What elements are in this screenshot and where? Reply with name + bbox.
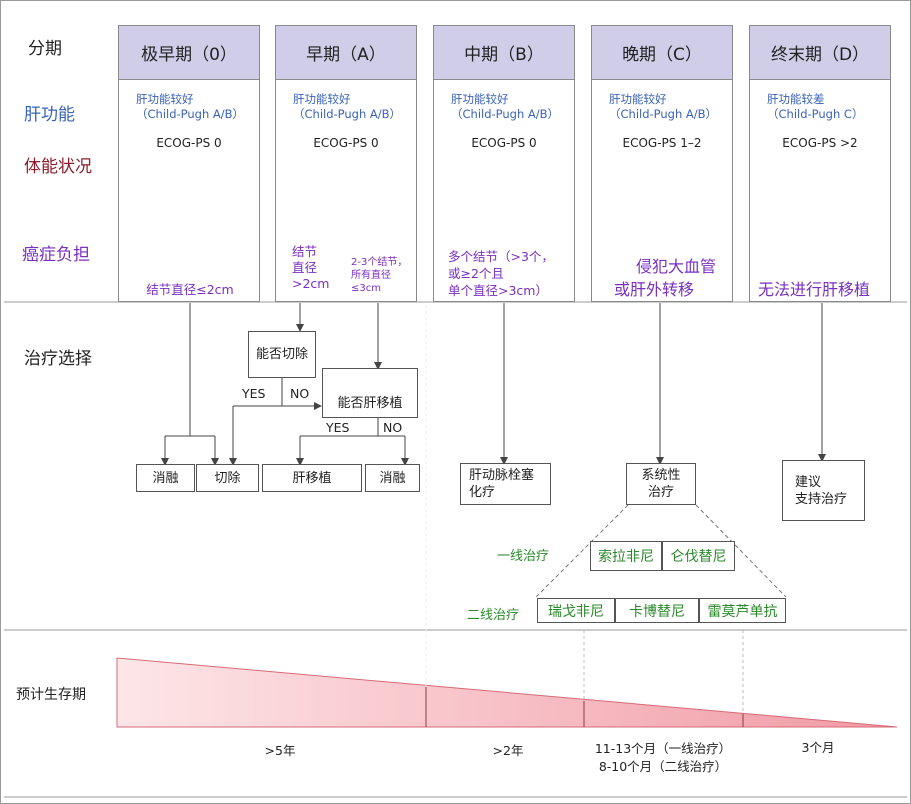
- child-pugh: （Child-Pugh C）: [767, 107, 864, 121]
- stage-title: 晚期（C）: [592, 26, 732, 80]
- burden-text: 多个结节（>3个，或≥2个且单个直径>3cm）: [448, 249, 554, 298]
- liver-function: 肝功能较好: [293, 92, 351, 106]
- stage-title: 终末期（D）: [750, 26, 890, 80]
- transplant-question-box: 能否肝移植: [322, 368, 418, 418]
- drug-ramucirumab: 雷莫芦单抗: [699, 598, 786, 623]
- survival-stage-d: 3个月: [801, 740, 835, 755]
- stage-title: 中期（B）: [434, 26, 574, 80]
- child-pugh: （Child-Pugh A/B）: [136, 107, 245, 121]
- burden-text-d: 无法进行肝移植: [758, 280, 871, 299]
- survival-stage-b: >2年: [492, 743, 524, 758]
- child-pugh: （Child-Pugh A/B）: [451, 107, 560, 121]
- ecog-ps: ECOG-PS >2: [782, 136, 858, 150]
- stage-column-d: 终末期（D） 肝功能较差（Child-Pugh C） ECOG-PS >2: [749, 25, 891, 302]
- tace-box: 肝动脉栓塞化疗: [460, 463, 551, 505]
- no-label-transplant: NO: [383, 420, 403, 435]
- row-label-liver: 肝功能: [24, 105, 75, 125]
- yes-label-transplant: YES: [326, 420, 350, 435]
- row-label-treatment: 治疗选择: [24, 349, 92, 369]
- ecog-ps: ECOG-PS 0: [471, 136, 537, 150]
- ecog-ps: ECOG-PS 1–2: [622, 136, 702, 150]
- drug-regorafenib: 瑞戈非尼: [537, 598, 615, 623]
- liver-function: 肝功能较好: [609, 92, 667, 106]
- ecog-ps: ECOG-PS 0: [313, 136, 379, 150]
- stage-column-0: 极早期（0） 肝功能较好（Child-Pugh A/B） ECOG-PS 0 结…: [118, 25, 260, 302]
- supportive-care-box: 建议支持治疗: [782, 460, 865, 521]
- drug-sorafenib: 索拉非尼: [590, 541, 662, 571]
- survival-wedge: [116, 657, 898, 728]
- no-label-resect: NO: [290, 386, 310, 401]
- row-label-tumor-burden: 癌症负担: [22, 245, 90, 265]
- drug-lenvatinib: 仑伐替尼: [662, 541, 735, 571]
- stage-column-c: 晚期（C） 肝功能较好（Child-Pugh A/B） ECOG-PS 1–2: [591, 25, 733, 302]
- stage-title: 早期（A）: [276, 26, 416, 80]
- row-label-survival: 预计生存期: [16, 687, 86, 703]
- drug-cabozantinib: 卡博替尼: [615, 598, 699, 623]
- burden-text-c2: 或肝外转移: [614, 280, 695, 299]
- resection-box: 切除: [196, 464, 259, 492]
- transplant-box: 肝移植: [262, 464, 362, 492]
- burden-text-c1: 侵犯大血管: [636, 257, 717, 276]
- stage-title: 极早期（0）: [119, 26, 259, 80]
- liver-function: 肝功能较好: [136, 92, 194, 106]
- survival-stage-c: 11-13个月（一线治疗）8-10个月（二线治疗）: [594, 741, 732, 774]
- child-pugh: （Child-Pugh A/B）: [609, 107, 718, 121]
- second-line-label: 二线治疗: [467, 608, 520, 623]
- child-pugh: （Child-Pugh A/B）: [293, 107, 402, 121]
- first-line-label: 一线治疗: [497, 549, 550, 564]
- liver-function: 肝功能较差: [767, 92, 825, 106]
- ecog-ps: ECOG-PS 0: [156, 136, 222, 150]
- burden-text-a1: 结节直径>2cm: [292, 244, 330, 291]
- yes-label-resect: YES: [242, 386, 266, 401]
- ablation-box-2: 消融: [365, 464, 420, 492]
- burden-text: 结节直径≤2cm: [146, 282, 234, 297]
- burden-text-a2: 2-3个结节，所有直径≤3cm: [351, 257, 408, 294]
- stage-column-a: 早期（A） 肝功能较好（Child-Pugh A/B） ECOG-PS 0 结节…: [275, 25, 417, 302]
- stage-column-b: 中期（B） 肝功能较好（Child-Pugh A/B） ECOG-PS 0 多个…: [433, 25, 575, 302]
- resectable-question-box: 能否切除: [248, 331, 316, 378]
- systemic-therapy-box: 系统性治疗: [626, 463, 696, 505]
- row-label-stage: 分期: [28, 39, 62, 59]
- survival-stage-0a: >5年: [264, 743, 296, 758]
- ablation-box: 消融: [136, 464, 195, 492]
- row-label-performance: 体能状况: [24, 157, 92, 177]
- liver-function: 肝功能较好: [451, 92, 509, 106]
